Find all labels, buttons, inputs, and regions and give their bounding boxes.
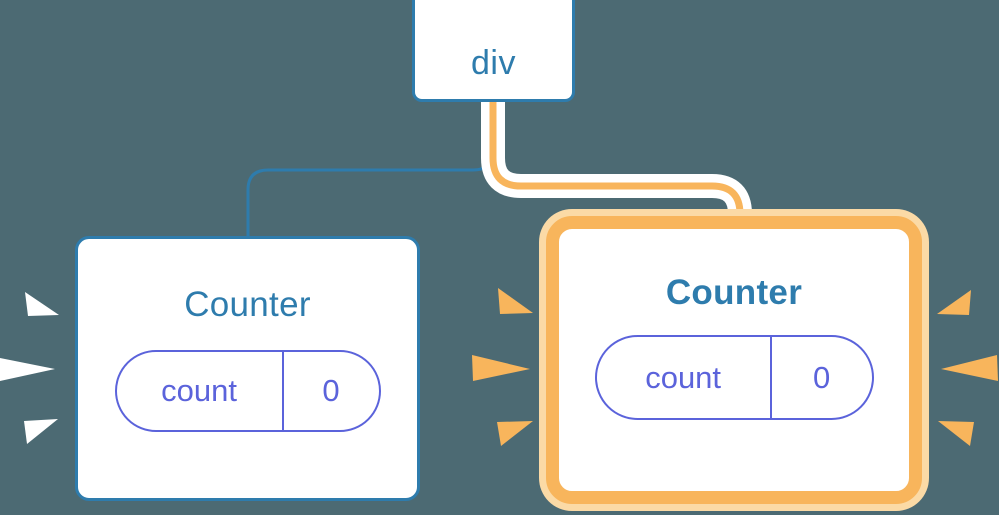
sparkle-burst-right-of-right-counter: [937, 290, 998, 446]
state-pill-counter-left: count 0: [114, 350, 381, 432]
state-key: count: [597, 337, 772, 418]
node-counter-left-label: Counter: [184, 285, 311, 324]
sparkle-ray-middle: [472, 355, 530, 381]
state-value: 0: [813, 359, 831, 395]
state-pill-counter-right: count 0: [594, 335, 874, 420]
state-key: count: [117, 352, 284, 430]
sparkle-ray-middle: [941, 355, 998, 381]
edge-div-to-counter-right: [489, 100, 744, 244]
sparkle-ray-lower: [497, 421, 533, 446]
sparkle-burst-left-of-left-counter: [0, 292, 59, 444]
node-div[interactable]: div: [412, 0, 575, 102]
edge-div-to-counter-left: [246, 100, 495, 240]
state-value: 0: [322, 373, 340, 408]
sparkle-ray-upper: [25, 292, 59, 316]
node-counter-right[interactable]: Counter count 0: [546, 216, 922, 504]
sparkle-ray-upper: [498, 288, 533, 314]
sparkle-ray-lower: [24, 419, 58, 444]
sparkle-ray-lower: [938, 421, 974, 446]
sparkle-ray-middle: [0, 358, 55, 381]
node-counter-left[interactable]: Counter count 0: [75, 236, 420, 501]
node-counter-right-label: Counter: [665, 273, 803, 312]
sparkle-ray-upper: [937, 290, 971, 315]
node-div-label: div: [471, 44, 516, 82]
sparkle-burst-left-of-right-counter: [472, 288, 533, 446]
